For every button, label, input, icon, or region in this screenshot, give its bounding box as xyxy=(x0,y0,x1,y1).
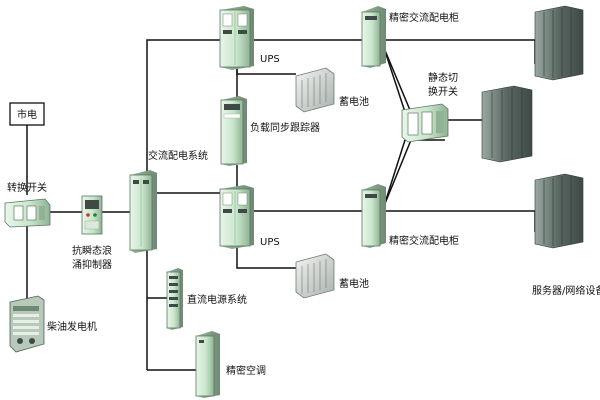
dc-power-rack: 直流电源系统 xyxy=(166,268,247,330)
static-transfer-switch: 静态切 换开关 xyxy=(401,71,458,143)
static-switch-label-line2: 换开关 xyxy=(428,85,458,98)
diesel-generator: 柴油发电机 xyxy=(9,295,97,353)
ac-distribution-label: 交流配电系统 xyxy=(148,149,208,162)
connection-lines xyxy=(26,39,536,371)
battery-top-label: 蓄电池 xyxy=(339,95,369,108)
precision-ac-label: 精密空调 xyxy=(226,364,266,377)
diesel-generator-label: 柴油发电机 xyxy=(47,320,97,333)
ups-unit-bottom: UPS xyxy=(219,185,280,249)
surge-suppressor: 抗瞬态浪 涌抑制器 xyxy=(72,195,112,271)
cabinet-bottom-label: 精密交流配电柜 xyxy=(389,234,459,247)
surge-suppressor-label-line2: 涌抑制器 xyxy=(72,258,112,271)
server-racks-middle xyxy=(481,85,533,163)
transfer-switch: 转换开关 xyxy=(4,181,51,228)
surge-suppressor-label-line1: 抗瞬态浪 xyxy=(72,244,112,257)
ups-bottom-label: UPS xyxy=(260,237,280,248)
mains-label: 市电 xyxy=(17,108,37,121)
dc-power-label: 直流电源系统 xyxy=(187,293,247,306)
load-sync-tracker-label: 负载同步跟踪器 xyxy=(250,121,320,134)
precision-ac-cabinet-bottom: 精密交流配电柜 xyxy=(361,184,459,248)
static-switch-label-line1: 静态切 xyxy=(428,71,458,84)
precision-air-conditioner: 精密空调 xyxy=(195,331,266,398)
server-racks-bottom xyxy=(534,173,584,249)
cabinet-top-label: 精密交流配电柜 xyxy=(389,11,459,24)
ac-distribution-cabinet: 交流配电系统 xyxy=(129,149,208,253)
battery-bottom-label: 蓄电池 xyxy=(339,277,369,290)
server-racks-top xyxy=(534,5,584,81)
load-sync-tracker: 负载同步跟踪器 xyxy=(220,96,320,166)
servers-label: 服务器/网络设备 xyxy=(532,284,600,297)
mains-box: 市电 xyxy=(9,102,45,126)
battery-pack-top: 蓄电池 xyxy=(295,67,369,113)
transfer-switch-label: 转换开关 xyxy=(7,181,47,194)
ups-unit-top: UPS xyxy=(219,6,280,70)
ups-top-label: UPS xyxy=(260,54,280,65)
battery-pack-bottom: 蓄电池 xyxy=(295,253,369,299)
precision-ac-cabinet-top: 精密交流配电柜 xyxy=(361,6,459,68)
